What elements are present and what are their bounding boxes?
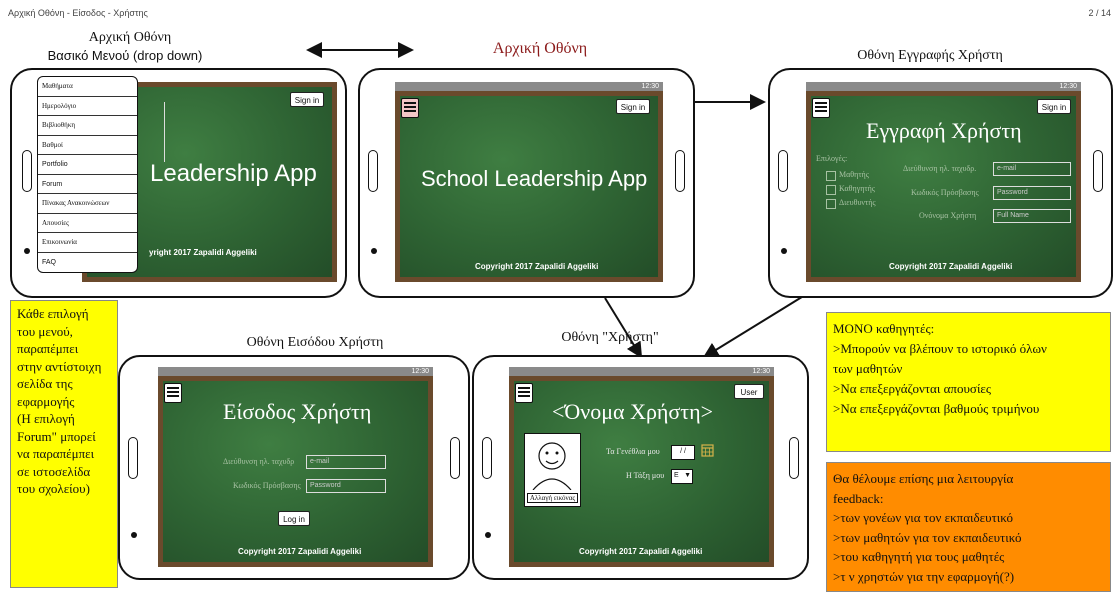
menu-item-absences[interactable]: Απουσίες <box>38 214 137 233</box>
caption-home-menu-line2: Βασικό Μενού (drop down) <box>47 48 203 63</box>
caption-login: Οθόνη Εισόδου Χρήστη <box>246 335 384 350</box>
options-label: Επιλογές: <box>816 154 848 163</box>
email-label: Διεύθυνση ηλ. ταχυδρ <box>223 457 295 466</box>
copyright: Copyright 2017 Zapalidi Aggeliki <box>889 262 1013 271</box>
name-label: Ονόνομα Χρήστη <box>919 211 977 220</box>
sign-in-button[interactable]: Sign in <box>616 99 650 114</box>
login-screen: 12:30 Είσοδος Χρήστη Διεύθυνση ηλ. ταχυδ… <box>158 367 433 567</box>
app-title: School Leadership App <box>421 166 648 191</box>
copyright: yright 2017 Zapalidi Aggeliki <box>149 248 257 257</box>
main-menu-dropdown: Μαθήματα Ημερολόγιο Βιβλιοθήκη Βαθμοί Po… <box>37 76 138 273</box>
menu-note: Κάθε επιλογή του μενού, παραπέμπει στην … <box>10 300 118 588</box>
copyright: Copyright 2017 Zapalidi Aggeliki <box>579 547 703 556</box>
class-select[interactable]: E ▼ <box>671 469 693 484</box>
signup-screen: 12:30 Sign in Εγγραφή Χρήστη Επιλογές: Μ… <box>806 82 1081 282</box>
signup-title: Εγγραφή Χρήστη <box>866 118 1022 143</box>
class-label: Η Τάξη μου <box>626 471 665 480</box>
status-bar: 12:30 <box>395 82 663 91</box>
password-label: Κωδικός Πρόσβασης <box>911 188 979 197</box>
menu-item-grades[interactable]: Βαθμοί <box>38 136 137 155</box>
email-field[interactable]: e-mail <box>306 455 386 469</box>
menu-item-announcements[interactable]: Πίνακας Ανακοινώσεων <box>38 194 137 214</box>
feedback-note: Θα θέλουμε επίσης μια λειτουργία feedbac… <box>826 462 1111 592</box>
teachers-note: ΜΟΝΟ καθηγητές: >Μπορούν να βλέπουν το ι… <box>826 312 1111 452</box>
chevron-down-icon: ▼ <box>684 472 691 479</box>
arrow-to-user-from-signup <box>702 291 811 359</box>
password-field[interactable]: Password <box>306 479 386 493</box>
caption-signup: Οθόνη Εγγραφής Χρήστη <box>857 48 1003 63</box>
user-button[interactable]: User <box>734 384 764 399</box>
name-field[interactable]: Full Name <box>993 209 1071 223</box>
password-field[interactable]: Password <box>993 186 1071 200</box>
menu-item-lessons[interactable]: Μαθήματα <box>38 77 137 97</box>
email-label: Διεύθυνση ηλ. ταχυδρ. <box>903 164 977 173</box>
phone-user: 12:30 User <Όνομα Χρήστη> Αλλαγή εικόνας… <box>472 355 809 580</box>
change-image-button[interactable]: Αλλαγή εικόνας <box>527 493 578 503</box>
user-name-title: <Όνομα Χρήστη> <box>552 399 714 424</box>
avatar: Αλλαγή εικόνας <box>524 433 581 507</box>
menu-item-calendar[interactable]: Ημερολόγιο <box>38 97 137 116</box>
phone-signup: 12:30 Sign in Εγγραφή Χρήστη Επιλογές: Μ… <box>768 68 1113 298</box>
status-bar: 12:30 <box>806 82 1081 91</box>
status-bar: 12:30 <box>509 367 774 376</box>
class-value: E <box>674 472 679 479</box>
copyright: Copyright 2017 Zapalidi Aggeliki <box>475 262 599 271</box>
app-title: Leadership App <box>150 160 317 187</box>
home-screen: 12:30 Sign in School Leadership App Copy… <box>395 82 663 282</box>
password-label: Κωδικός Πρόσβασης <box>233 481 301 490</box>
hamburger-menu-icon[interactable] <box>812 98 830 118</box>
role-checkbox-student[interactable] <box>826 171 836 181</box>
caption-home-menu-line1: Αρχική Οθόνη <box>88 30 172 45</box>
hamburger-menu-icon[interactable] <box>515 383 533 403</box>
user-screen: 12:30 User <Όνομα Χρήστη> Αλλαγή εικόνας… <box>509 367 774 567</box>
login-button[interactable]: Log in <box>278 511 310 526</box>
calendar-icon[interactable] <box>701 443 714 457</box>
role-checkbox-teacher[interactable] <box>826 185 836 195</box>
menu-item-library[interactable]: Βιβλιοθήκη <box>38 116 137 136</box>
sign-in-button[interactable]: Sign in <box>1037 99 1071 114</box>
role-label-director: Διευθυντής <box>839 198 876 207</box>
status-bar: 12:30 <box>158 367 433 376</box>
birthday-label: Τα Γενέθλια μου <box>606 447 660 456</box>
page-number: 2 / 14 <box>1088 8 1111 18</box>
caption-home: Αρχική Οθόνη <box>492 40 588 57</box>
menu-item-portfolio[interactable]: Portfolio <box>38 155 137 175</box>
menu-item-faq[interactable]: FAQ <box>42 258 57 266</box>
birthday-field[interactable]: / / <box>671 445 695 460</box>
menu-item-forum[interactable]: Forum <box>38 175 137 194</box>
page-title: Αρχική Οθόνη - Είσοδος - Χρήστης <box>8 8 148 18</box>
phone-home: 12:30 Sign in School Leadership App Copy… <box>358 68 695 298</box>
login-title: Είσοδος Χρήστη <box>223 399 372 424</box>
hamburger-menu-icon[interactable] <box>164 383 182 403</box>
phone-login: 12:30 Είσοδος Χρήστη Διεύθυνση ηλ. ταχυδ… <box>118 355 470 580</box>
copyright: Copyright 2017 Zapalidi Aggeliki <box>238 547 362 556</box>
avatar-face-icon <box>532 442 572 491</box>
role-checkbox-director[interactable] <box>826 199 836 209</box>
hamburger-menu-icon[interactable] <box>401 98 419 118</box>
role-label-student: Μαθητής <box>839 170 869 179</box>
arrow-to-user-from-home <box>604 297 643 359</box>
role-label-teacher: Καθηγητής <box>839 184 875 193</box>
sign-in-button[interactable]: Sign in <box>290 92 324 107</box>
email-field[interactable]: e-mail <box>993 162 1071 176</box>
menu-item-contact[interactable]: Επικοινωνία <box>38 233 137 253</box>
